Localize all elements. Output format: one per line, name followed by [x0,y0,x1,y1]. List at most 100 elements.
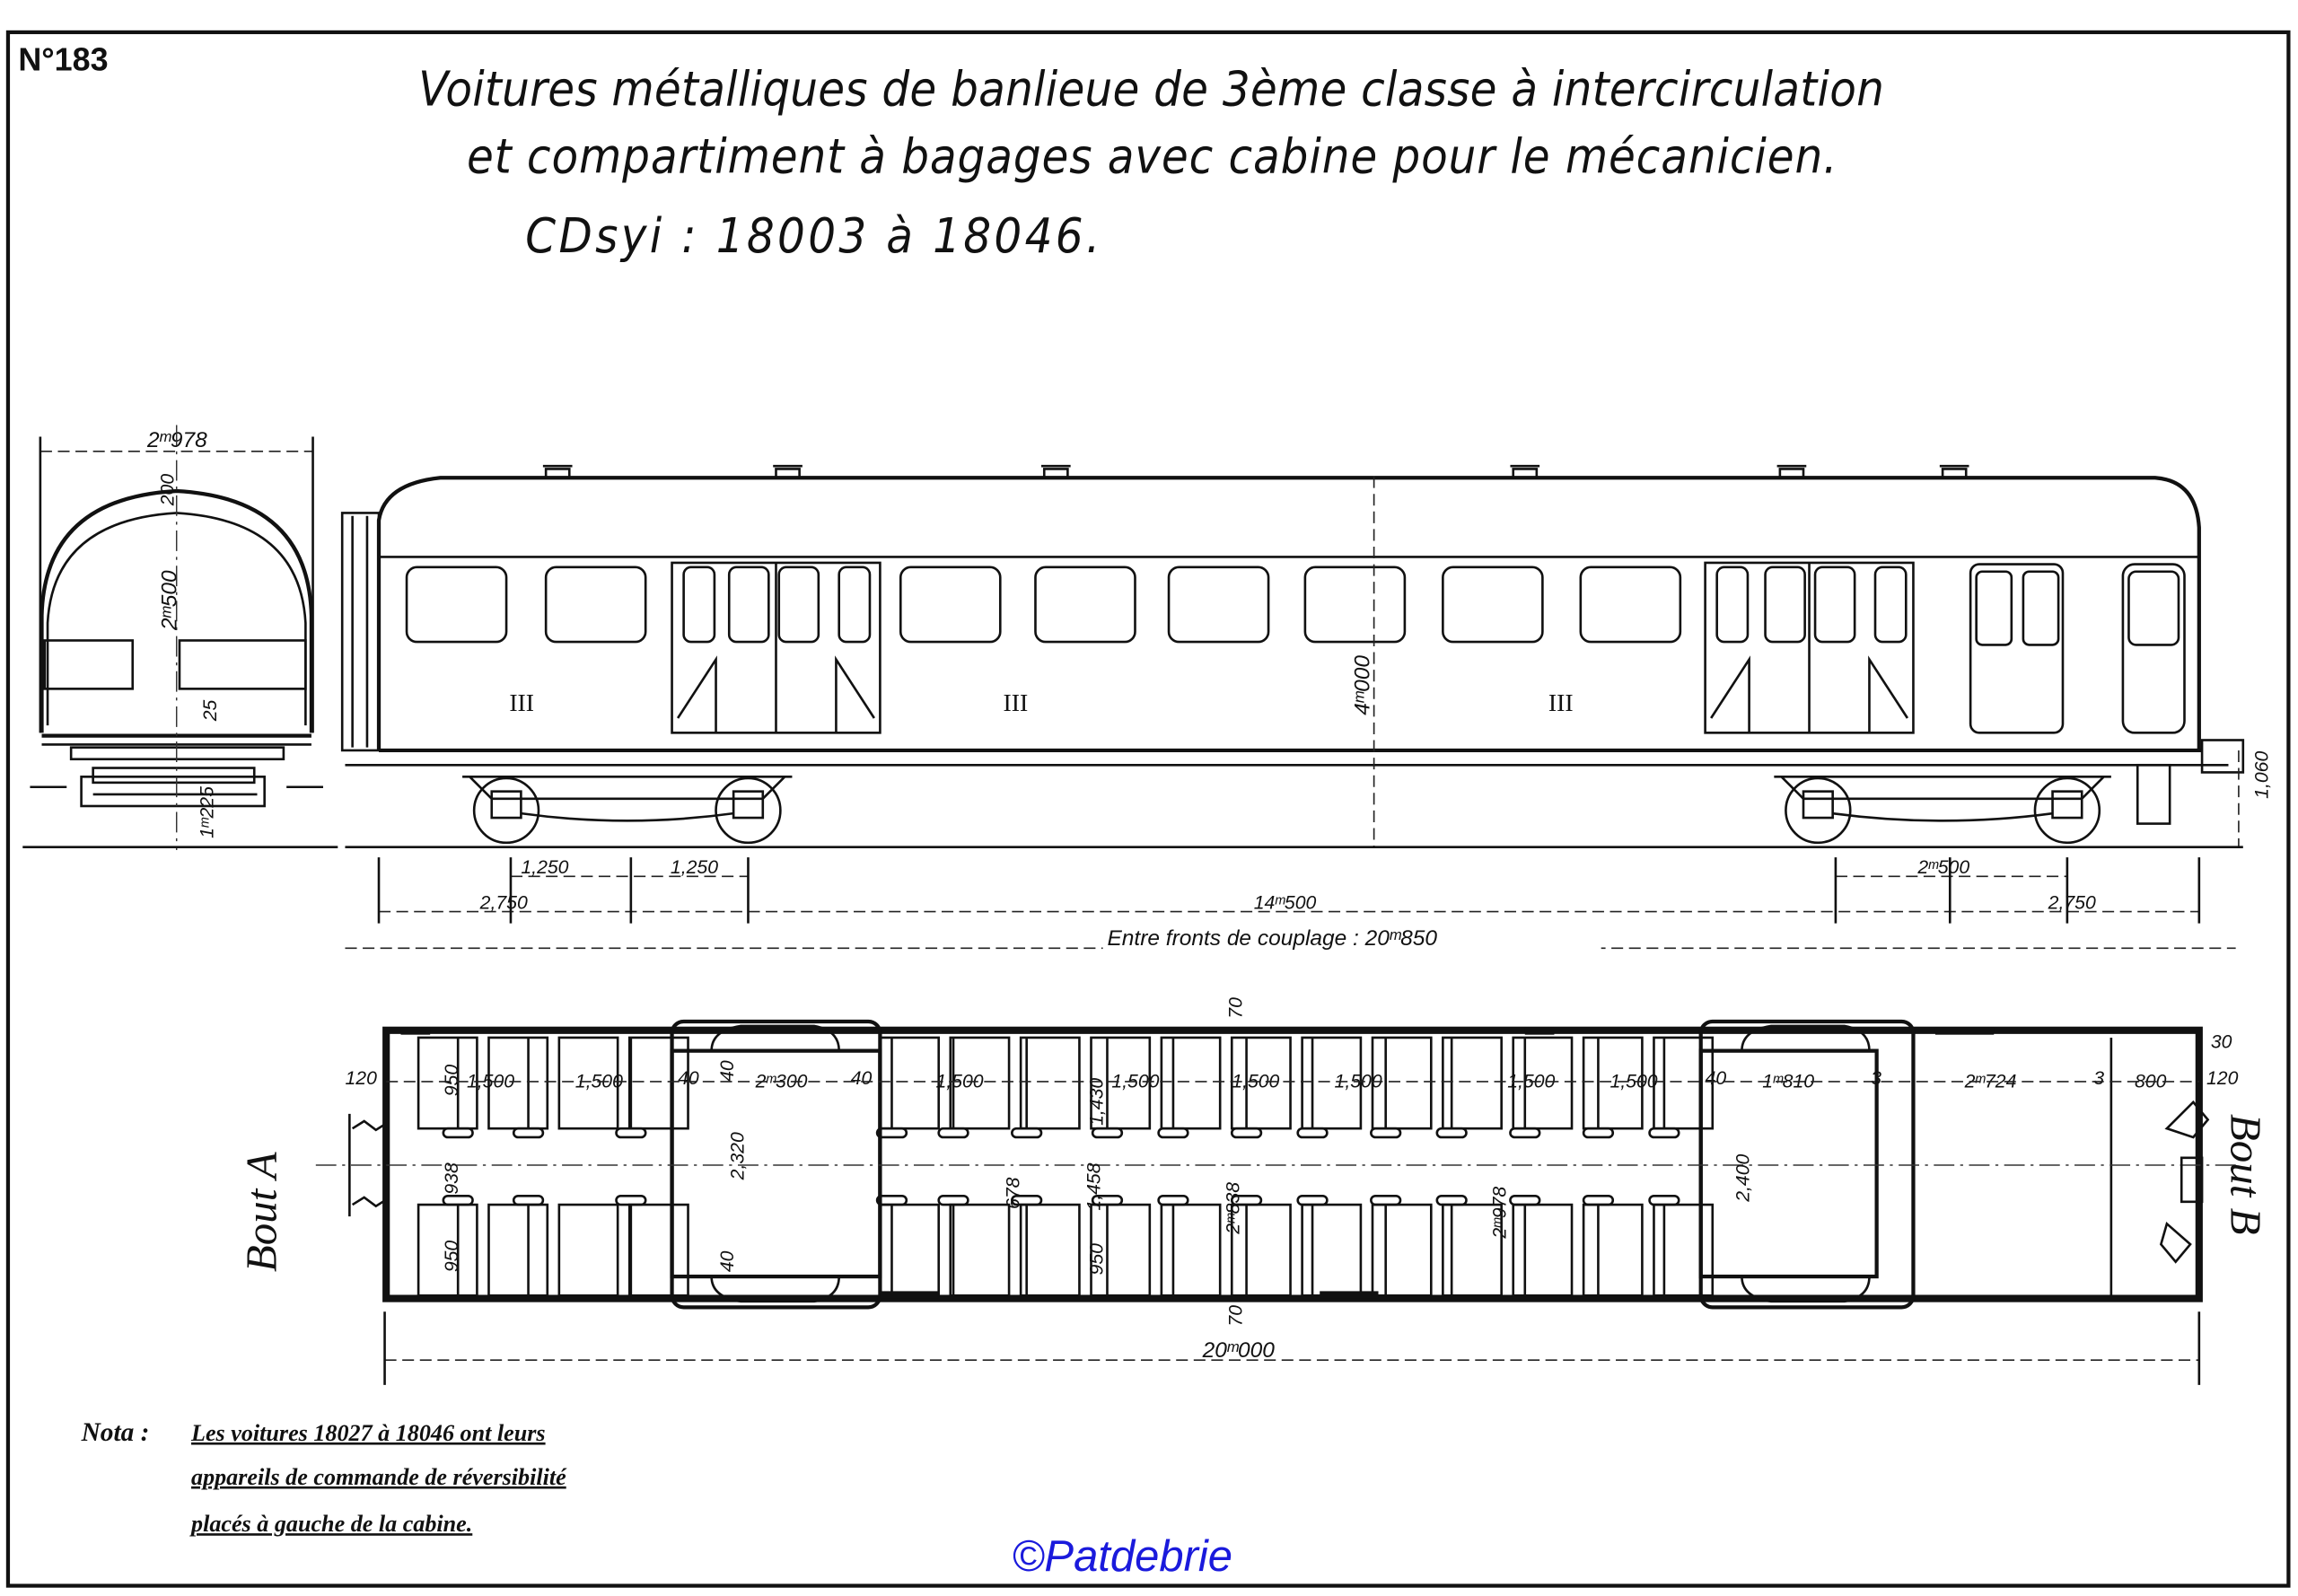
seat [1442,1203,1503,1297]
seat-back [1157,1127,1189,1139]
roof-vent-icon [542,464,573,478]
side-height-dim: 4ᵐ000 [1351,655,1375,715]
seat-back [512,1194,545,1206]
seat [1371,1203,1433,1297]
seat [1653,1203,1715,1297]
plan-dim-seat-bottom: 950 [442,1241,462,1273]
seat-back [937,1127,969,1139]
window [899,566,1002,644]
wheel [715,776,782,845]
end-view-floor-dim: 25 [200,699,221,722]
end-view-roof-dim: 200 [157,474,178,507]
end-door [2121,563,2186,734]
seat-back [1509,1127,1541,1139]
seat-back [1435,1127,1468,1139]
seat [1582,1036,1644,1130]
seat-back [1296,1127,1329,1139]
plan-dim-part2: 3 [2093,1068,2104,1089]
seat-back [615,1194,647,1206]
seat [1582,1203,1644,1297]
seat [627,1203,689,1297]
seat-back [1582,1127,1615,1139]
overhang-b-dim: 2,750 [2048,892,2096,913]
seat-back [1296,1194,1329,1206]
plan-dim-vest-a-top: 40 [717,1060,738,1082]
seat [1019,1203,1081,1297]
side-view: III III III 4ᵐ000 1,060 1,250 1,250 2ᵐ50… [340,464,2273,953]
window [544,566,647,644]
seat-back [1648,1194,1680,1206]
watermark: ©Patdebrie [1012,1532,1232,1581]
plan-dim-seat-depth: 1,430 [1087,1078,1108,1126]
title-line-3: CDsyi : 18003 à 18046. [525,207,1100,264]
bogie-wheelbase-dim: 2ᵐ500 [1916,857,1969,878]
end-b-label: Bout B [2222,1114,2271,1235]
end-view-floor-height-dim: 1ᵐ225 [197,786,218,838]
seat [1301,1203,1363,1297]
door-window [1764,566,1806,644]
seat [1019,1036,1081,1130]
door [1969,563,2065,734]
plan-dim-seat-gap: 678 [1004,1177,1024,1209]
plan-total-length-dim: 20ᵐ000 [1202,1338,1276,1363]
window [1579,566,1682,644]
roof-vent-icon [1939,464,1969,478]
plan-dim-vest-a-r: 40 [851,1068,873,1089]
seat [557,1036,619,1130]
class-mark-2: III [1004,689,1029,717]
door-window [682,566,716,644]
door-window [1813,566,1856,644]
plan-dim-end-wall-b: 120 [2206,1068,2239,1089]
end-a-label: Bout A [237,1151,286,1272]
seat-back [615,1127,647,1139]
plan-dim-end-b-top: 30 [2211,1031,2232,1052]
seat [879,1203,941,1297]
seat [1301,1036,1363,1130]
window [1034,566,1136,644]
door-window [1873,566,1908,644]
bogie-frame [1774,776,2111,801]
seat-back [1370,1194,1402,1206]
overhang-a-dim: 2,750 [479,892,528,913]
seat-back [1157,1194,1189,1206]
seat-back [1011,1127,1043,1139]
seat [417,1203,478,1297]
plan-dim-part1: 3 [1871,1068,1881,1089]
sheet-border [5,30,2291,1588]
seat [1160,1203,1222,1297]
plan-dim-inner-width: 2ᵐ838 [1223,1182,1243,1235]
plan-dim-seat-top: 950 [442,1065,462,1097]
seat-back [1435,1194,1468,1206]
seat [1230,1036,1292,1130]
door-window [1715,566,1750,644]
plan-dim-outer-width: 2ᵐ978 [1490,1187,1511,1240]
coupling-length-dim: Entre fronts de couplage : 20ᵐ850 [1107,926,1437,951]
roof-vent-icon [1776,464,1807,478]
plan-dim-comp8: 1,500 [1609,1071,1657,1092]
plan-dim-seat-pitch: 1,458 [1083,1162,1104,1210]
plan-dim-seat-bottom2: 950 [1087,1243,1108,1276]
seat [627,1036,689,1130]
window [1167,566,1270,644]
window [405,566,508,644]
class-mark-3: III [1548,689,1574,717]
seat [1090,1036,1152,1130]
seat-back [512,1127,545,1139]
seat [949,1203,1011,1297]
plan-dim-vest-a-bottom: 40 [717,1250,738,1272]
seat [557,1203,619,1297]
seat-back [442,1127,474,1139]
plan-dim-vest-a-width: 2,320 [728,1132,749,1180]
plan-dim-vest-b-len: 1ᵐ810 [1762,1071,1814,1092]
plan-dim-aisle: 938 [442,1162,462,1195]
seat [487,1036,549,1130]
door-window [777,566,820,644]
door-window [727,566,770,644]
seat [1230,1203,1292,1297]
seat-back [1230,1127,1263,1139]
roof-vent-icon [1040,464,1071,478]
note-line-2: appareils de commande de réversibilité [191,1464,567,1490]
window [1442,566,1544,644]
seat [1512,1203,1574,1297]
